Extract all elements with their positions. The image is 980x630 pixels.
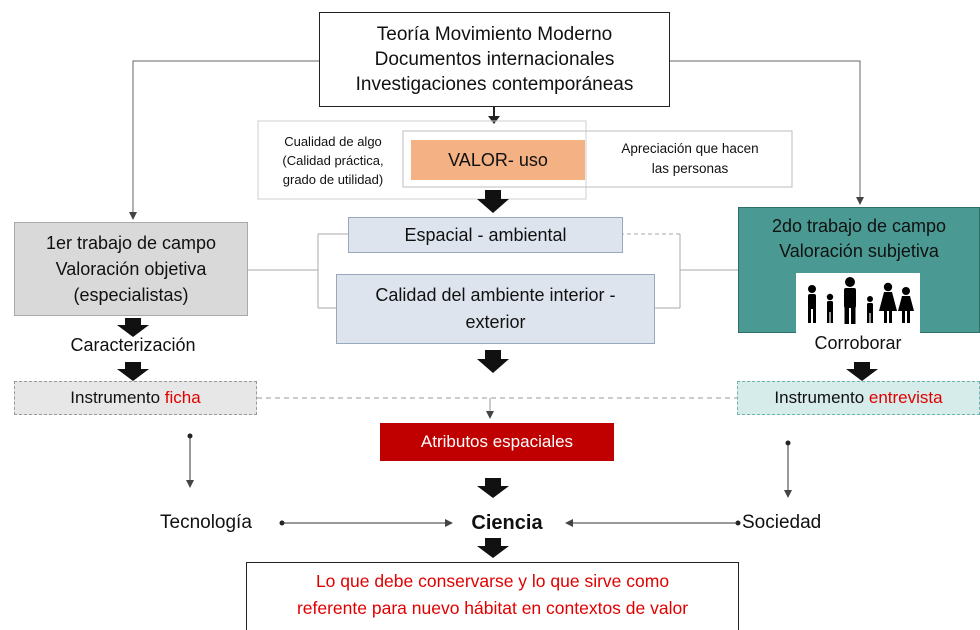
conclusion-line-2: referente para nuevo hábitat en contexto… [296,598,689,618]
valoracion-objetiva-line: Valoración objetiva [55,259,207,279]
family-figures-panel: Corroborar [796,273,920,361]
cualidad-line-2: (Calidad práctica, [282,152,384,168]
calidad-line-1: Calidad del ambiente interior - [375,285,616,305]
primer-trabajo-title: 1er trabajo de campo [45,233,217,253]
instrumento-ficha-prefix: Instrumento [70,388,165,407]
especialistas-line: (especialistas) [73,285,189,305]
atributos-label: Atributos espaciales [420,432,574,451]
block-arrow-calidad [477,350,509,373]
apreciacion-text: Apreciación que hacen las personas [592,134,788,184]
block-arrow-right [846,362,878,381]
valoracion-subjetiva-line: Valoración subjetiva [779,241,939,261]
block-arrow-left-2 [117,362,149,381]
conclusion-line-1: Lo que debe conservarse y lo que sirve c… [315,571,670,591]
instrumento-entrevista-prefix: Instrumento [774,388,869,407]
cualidad-text: Cualidad de algo (Calidad práctica, grad… [259,124,407,196]
top-line-1: Teoría Movimiento Moderno [376,24,613,45]
valor-left-outline [257,120,587,200]
primer-trabajo-campo-box: 1er trabajo de campo Valoración objetiva… [14,222,248,316]
apreciacion-line-2: las personas [651,161,729,176]
family-figures-icon [808,277,914,324]
top-to-right-connector [670,60,864,205]
caracterizacion-text: Caracterización [30,332,236,358]
ciencia-label: Ciencia [452,509,562,537]
top-to-left-connector [129,60,319,220]
instrumento-entrevista-highlight: entrevista [868,388,943,407]
espacial-label: Espacial - ambiental [404,224,567,245]
segundo-trabajo-title: 2do trabajo de campo [771,216,947,236]
calidad-ambiente-box: Calidad del ambiente interior - exterior [336,274,655,344]
caracterizacion-label: Caracterización [70,334,196,355]
top-sources-box: Teoría Movimiento Moderno Documentos int… [319,12,670,107]
tecnologia-label: Tecnología [160,510,280,536]
sociedad-label: Sociedad [742,510,862,536]
corroborar-label: Corroborar [814,333,902,353]
ciencia-text: Ciencia [471,511,543,534]
calidad-line-2: exterior [465,312,526,332]
instrumento-ficha-box: Instrumento ficha [14,381,257,415]
atributos-espaciales-box: Atributos espaciales [380,423,614,461]
cualidad-line-3: grado de utilidad) [282,171,384,187]
instrumento-entrevista-box: Instrumento entrevista [737,381,980,415]
cualidad-line-1: Cualidad de algo [284,133,382,149]
conclusion-box: Lo que debe conservarse y lo que sirve c… [246,562,739,630]
block-arrow-atributos [477,478,509,498]
valor-uso-label: VALOR- uso [448,149,548,170]
top-line-2: Documentos internacionales [374,49,615,70]
top-down-arrowhead [488,116,500,124]
top-line-3: Investigaciones contemporáneas [355,74,634,95]
tecnologia-text: Tecnología [160,512,252,533]
block-arrow-ciencia [477,538,509,558]
block-arrow-valor [477,190,509,213]
valor-uso-box: VALOR- uso [411,140,585,180]
apreciacion-line-1: Apreciación que hacen [621,141,759,156]
instrumento-ficha-highlight: ficha [164,388,201,407]
valor-right-outline [402,130,793,188]
sociedad-text: Sociedad [742,512,822,533]
espacial-ambiental-box: Espacial - ambiental [348,217,623,253]
block-arrow-left-1 [117,318,149,337]
